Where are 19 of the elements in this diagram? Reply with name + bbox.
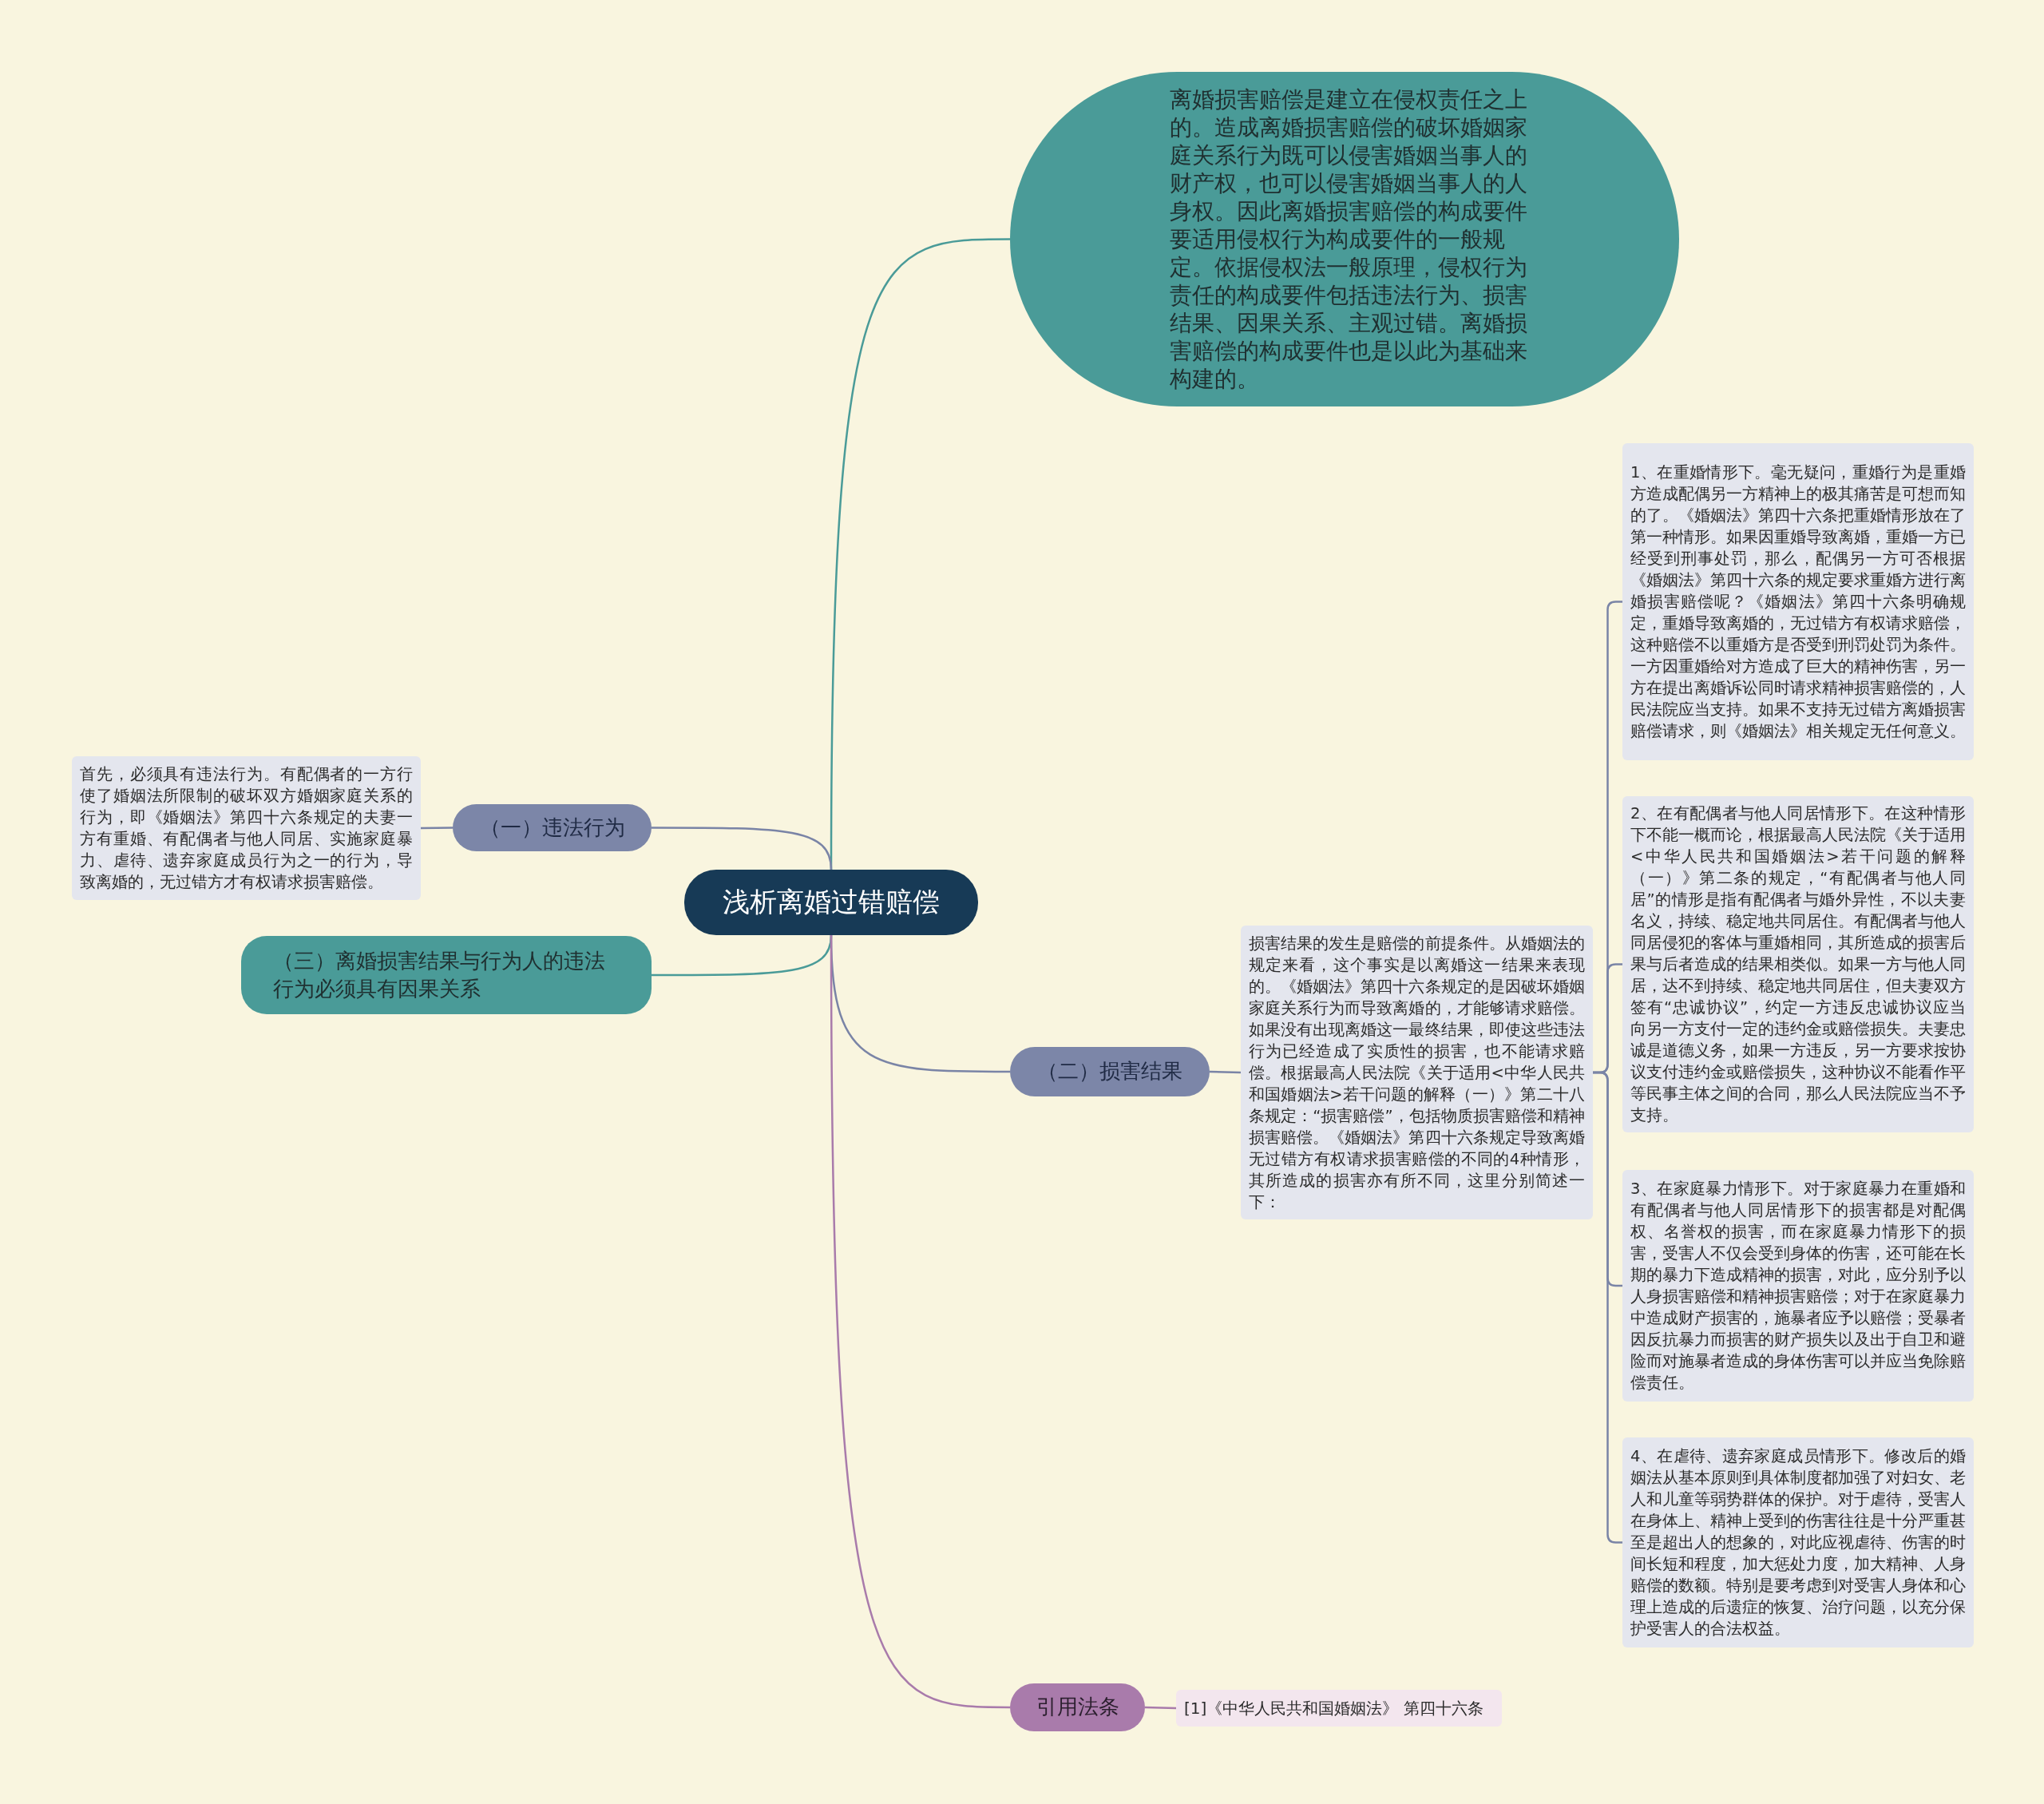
connector-line bbox=[830, 935, 1010, 1709]
connector-line bbox=[1593, 1071, 1622, 1544]
note-card: 3、在家庭暴力情形下。对于家庭暴力在重婚和有配偶者与他人同居情形下的损害都是对配偶权、名誉权的损害，而在家庭暴力情形下的损害，受害人不仅会受到身体的伤害，还可能在长期的暴力下造成精神的损害，对此，应分别予以人身损害赔偿和精神损害赔偿；对于在家庭暴力中造成财产损害的，施暴者应予以赔偿；受暴者因反抗暴力而损害的财产损失以及出于自卫和避险而对施暴者造成的身体伤害可以并应当免除赔偿责任。 bbox=[1622, 1170, 1974, 1402]
branch-topic: （三）离婚损害结果与行为人的违法行为必须具有因果关系 bbox=[241, 936, 652, 1014]
connector-line bbox=[1209, 1070, 1242, 1074]
note-card: 2、在有配偶者与他人同居情形下。在这种情形下不能一概而论，根据最高人民法院《关于适用<中华人民共和国婚姻法>若干问题的解释（一）》第二条的规定，“有配偶者与他人同居”的情形是指有配偶者与婚外异性，不以夫妻名义，持续、稳定地共同居住。有配偶者与他人同居侵犯的客体与重婚相同，其所造成的损害后果与后者造成的结果相类似。如果一方与他人同居，达不到持续、稳定地共同居住，但夫妻双方签有“忠诚协议”，约定一方违反忠诚协议应当向另一方支付一定的违约金或赔偿损失。夫妻忠诚是道德义务，如果一方违反，另一方要求按协议支付违约金或赔偿损失，这种协议不能看作平等民事主体之间的合同，那么人民法院应当不予支持。 bbox=[1622, 796, 1974, 1132]
note-card: 1、在重婚情形下。毫无疑问，重婚行为是重婚方造成配偶另一方精神上的极其痛苦是可想而知的了。《婚姻法》第四十六条把重婚情形放在了第一种情形。如果因重婚导致离婚，重婚一方已经受到刑事处罚，那么，配偶另一方可否根据《婚姻法》第四十六条的规定要求重婚方进行离婚损害赔偿呢？《婚姻法》第四十六条明确规定，重婚导致离婚的，无过错方有权请求赔偿，这种赔偿不以重婚方是否受到刑罚处罚为条件。一方因重婚给对方造成了巨大的精神伤害，另一方在提出离婚诉讼同时请求精神损害赔偿的，人民法院应当支持。如果不支持无过错方离婚损害赔偿请求，则《婚姻法》相关规定无任何意义。 bbox=[1622, 443, 1974, 760]
note-card: [1]《中华人民共和国婚姻法》 第四十六条 bbox=[1176, 1690, 1502, 1727]
note-card: 损害结果的发生是赔偿的前提条件。从婚姻法的规定来看，这个事实是以离婚这一结果来表现的。《婚姻法》第四十六条规定的是因破坏婚姻家庭关系行为而导致离婚的，才能够请求赔偿。如果没有出现离婚这一最终结果，即使这些违法行为已经造成了实质性的损害，也不能请求赔偿。根据最高人民法院《关于适用<中华人民共和国婚姻法>若干问题的解释（一）》第二十八条规定：“损害赔偿”，包括物质损害赔偿和精神损害赔偿。《婚姻法》第四十六条规定导致离婚无过错方有权请求损害赔偿的不同的4种情形，其所造成的损害亦有所不同，这里分别简述一下： bbox=[1241, 926, 1593, 1219]
branch-topic: （二）损害结果 bbox=[1010, 1047, 1210, 1096]
note-card: 首先，必须具有违法行为。有配偶者的一方行使了婚姻法所限制的破坏双方婚姻家庭关系的行为，即《婚姻法》第四十六条规定的夫妻一方有重婚、有配偶者与他人同居、实施家庭暴力、虐待、遗弃家庭成员行为之一的行为，导致离婚的，无过错方才有权请求损害赔偿。 bbox=[72, 756, 421, 900]
connector-line bbox=[1144, 1706, 1177, 1710]
central-topic: 浅析离婚过错赔偿 bbox=[684, 870, 978, 935]
connector-line bbox=[652, 827, 833, 870]
topic-bubble: 离婚损害赔偿是建立在侵权责任之上的。造成离婚损害赔偿的破坏婚姻家庭关系行为既可以侵害婚姻当事人的财产权，也可以侵害婚姻当事人的人身权。因此离婚损害赔偿的构成要件要适用侵权行为构成要件的一般规定。依据侵权法一般原理，侵权行为责任的构成要件包括违法行为、损害结果、因果关系、主观过错。离婚损害赔偿的构成要件也是以此为基础来构建的。 bbox=[1010, 72, 1679, 406]
branch-topic: 引用法条 bbox=[1010, 1683, 1145, 1731]
note-card: 4、在虐待、遗弃家庭成员情形下。修改后的婚姻法从基本原则到具体制度都加强了对妇女、老人和儿童等弱势群体的保护。对于虐待，受害人在身体上、精神上受到的伤害往往是十分严重甚至是超出人的想象的，对此应视虐待、伤害的时间长短和程度，加大惩处力度，加大精神、人身赔偿的数额。特别是要考虑到对受害人身体和心理上造成的后遗症的恢复、治疗问题，以充分保护受害人的合法权益。 bbox=[1622, 1437, 1974, 1647]
branch-topic: （一）违法行为 bbox=[453, 804, 652, 851]
connector-line bbox=[421, 827, 453, 830]
